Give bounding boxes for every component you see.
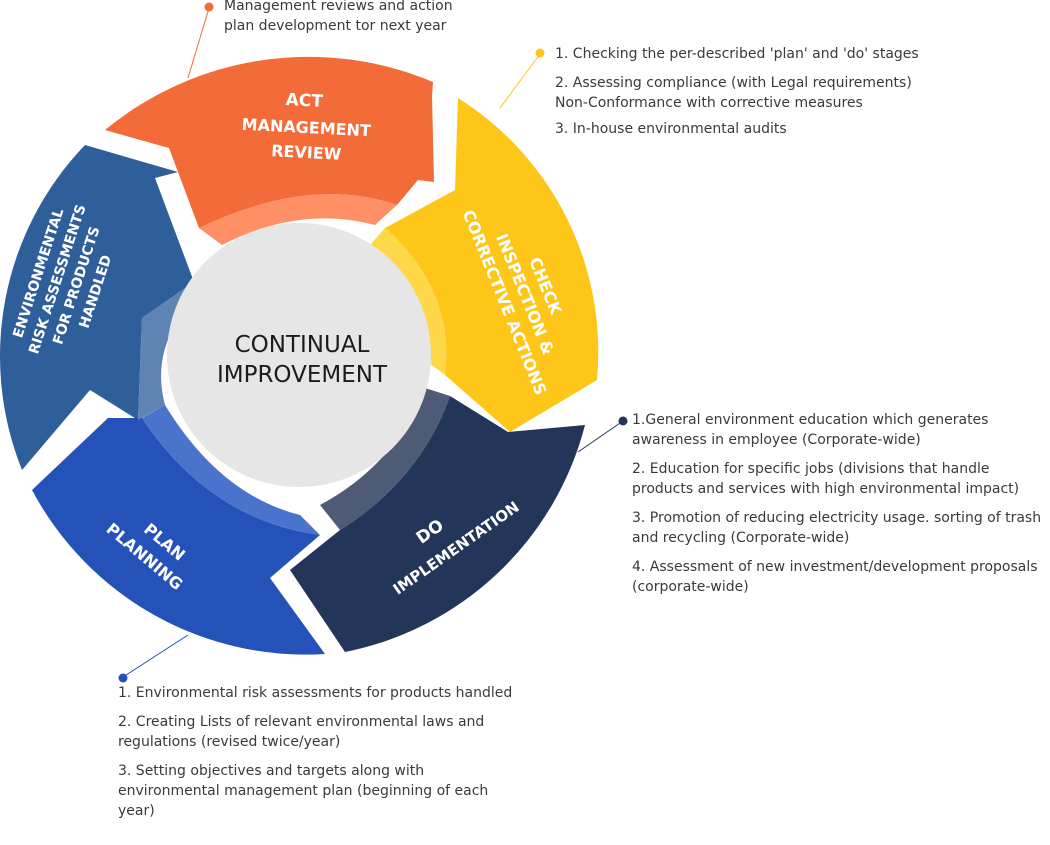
do-note-3: 3. Promotion of reducing electricity usa… xyxy=(632,510,1042,546)
do-note-2: 2. Education for specific jobs (division… xyxy=(632,461,1020,497)
do-note-4: 4. Assessment of new investment/developm… xyxy=(632,559,1038,595)
check-notes: 1. Checking the per-described 'plan' and… xyxy=(555,44,995,148)
do-leader-line xyxy=(577,420,624,453)
check-note-2b: Non-Conformance with corrective measures xyxy=(555,95,863,111)
act-label-line3: REVIEW xyxy=(271,141,342,164)
plan-leader-dot xyxy=(118,673,128,683)
act-note-line1: Management reviews and action xyxy=(224,0,453,14)
act-leader-dot xyxy=(204,2,214,12)
check-note-2: 2. Assessing compliance (with Legal requ… xyxy=(555,75,912,91)
center-label-line1: CONTINUAL xyxy=(235,332,370,358)
center-circle xyxy=(167,223,431,487)
segment-check xyxy=(385,98,599,432)
segment-environmental-risk xyxy=(0,145,194,470)
center-label-line2: IMPROVEMENT xyxy=(217,362,388,388)
segment-act xyxy=(105,56,434,229)
plan-note-2: 2. Creating Lists of relevant environmen… xyxy=(118,714,485,750)
check-note-3: 3. In-house environmental audits xyxy=(555,121,787,137)
act-leader-line xyxy=(187,7,210,79)
segment-do xyxy=(290,396,585,652)
plan-note-1: 1. Environmental risk assessments for pr… xyxy=(118,685,513,701)
plan-leader-line xyxy=(122,634,189,678)
check-leader-dot xyxy=(535,48,545,58)
plan-note-3: 3. Setting objectives and targets along … xyxy=(118,763,489,819)
act-label-line1: ACT xyxy=(285,90,324,112)
do-leader-dot xyxy=(618,416,628,426)
do-notes: 1.General environment education which ge… xyxy=(632,410,1050,606)
segment-plan xyxy=(32,418,325,655)
check-note-1: 1. Checking the per-described 'plan' and… xyxy=(555,46,919,62)
act-note-line2: plan development tor next year xyxy=(224,18,447,34)
act-notes: Management reviews and action plan devel… xyxy=(224,0,524,36)
plan-notes: 1. Environmental risk assessments for pr… xyxy=(118,683,518,830)
do-note-1: 1.General environment education which ge… xyxy=(632,412,989,448)
check-leader-line xyxy=(499,53,541,109)
